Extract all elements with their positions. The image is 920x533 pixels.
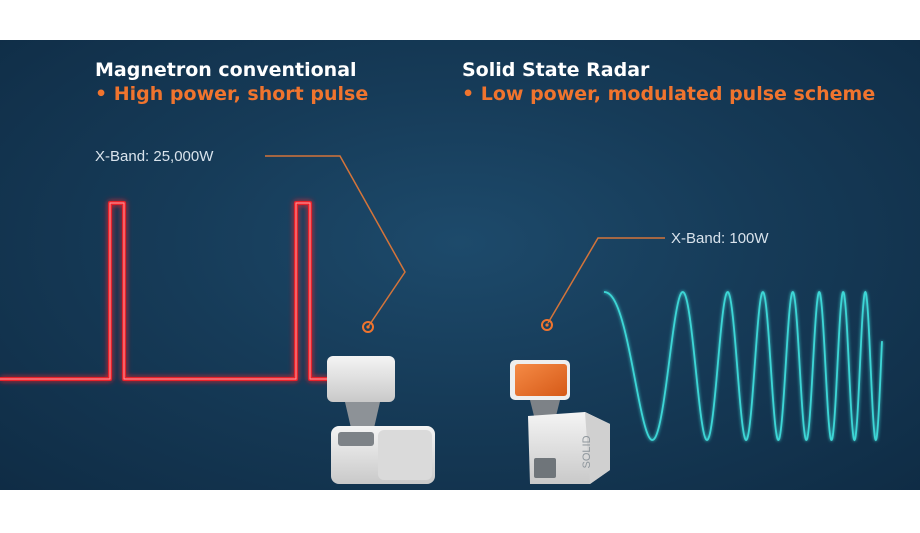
device-solid-label: SOLID	[581, 435, 593, 468]
solid-state-radar-device: SOLID	[510, 360, 610, 484]
magnetron-radar-device	[327, 356, 435, 484]
right-callout-leader	[547, 237, 665, 324]
solid-state-heading: Solid State Radar • Low power, modulated…	[462, 58, 875, 106]
solid-state-power-callout: X-Band: 100W	[671, 230, 769, 247]
magnetron-subtitle: • High power, short pulse	[95, 83, 369, 105]
magnetron-pulse-trace	[0, 201, 330, 381]
radar-comparison-diagram: SOLID Magnetron conventional • High powe…	[0, 40, 920, 490]
solid-state-subtitle: • Low power, modulated pulse scheme	[462, 83, 876, 105]
left-callout-marker	[362, 321, 374, 333]
magnetron-power-callout: X-Band: 25,000W	[95, 148, 214, 165]
left-callout-leader	[265, 155, 406, 328]
diagram-canvas: SOLID	[0, 155, 883, 484]
solid-state-title: Solid State Radar	[462, 59, 650, 81]
right-callout-marker	[541, 319, 553, 331]
magnetron-title: Magnetron conventional	[95, 59, 357, 81]
magnetron-heading: Magnetron conventional • High power, sho…	[95, 58, 368, 106]
modulated-pulse-wave	[603, 290, 883, 442]
